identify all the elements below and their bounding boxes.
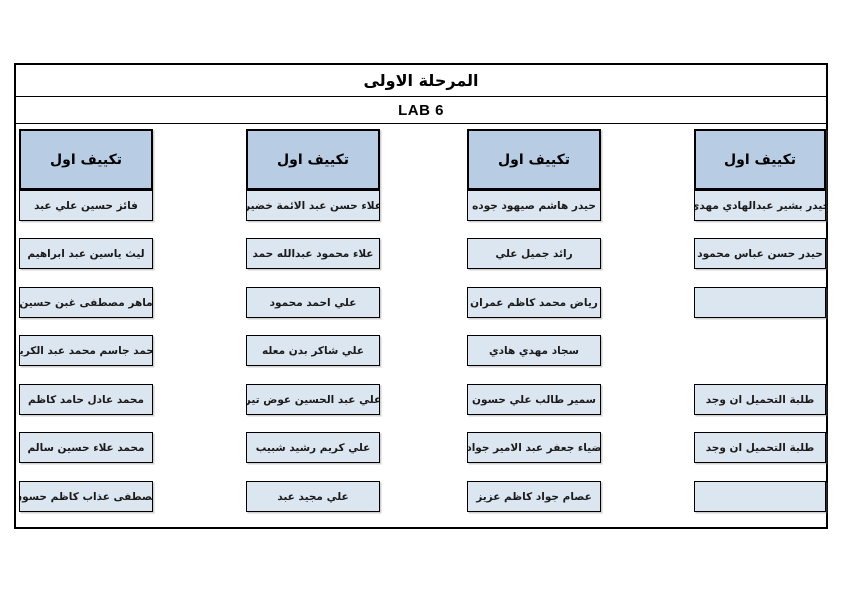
student-name-box: طلبة التحميل ان وجد xyxy=(694,384,826,415)
student-name-box: رائد جميل علي xyxy=(467,238,601,269)
student-name-box: طلبة التحميل ان وجد xyxy=(694,432,826,463)
empty-slot-box xyxy=(694,287,826,318)
student-name-box: ضياء جعفر عبد الامير جواد xyxy=(467,432,601,463)
student-name-box: حيدر هاشم صيهود جوده xyxy=(467,190,601,221)
group-header-rightmost: تكييف اول xyxy=(694,129,826,190)
stage-title: المرحلة الاولى xyxy=(16,65,826,97)
group-header-leftmost: تكييف اول xyxy=(19,129,153,190)
student-name-box: سمير طالب علي حسون xyxy=(467,384,601,415)
student-name-box: علي احمد محمود xyxy=(246,287,380,318)
student-name-box: علي شاكر بدن معله xyxy=(246,335,380,366)
student-name-box: محمد علاء حسين سالم xyxy=(19,432,153,463)
student-name-box: ماهر مصطفى غبن حسين xyxy=(19,287,153,318)
group-header-second: تكييف اول xyxy=(467,129,601,190)
student-name-box: علي مجيد عبد xyxy=(246,481,380,512)
student-name-box: علي عبد الحسين عوض تير xyxy=(246,384,380,415)
empty-slot-box xyxy=(694,481,826,512)
student-name-box: ليث ياسين عبد ابراهيم xyxy=(19,238,153,269)
student-name-box: حيدر حسن عباس محمود xyxy=(694,238,826,269)
student-name-box: علي كريم رشيد شبيب xyxy=(246,432,380,463)
student-name-box: حيدر بشير عبدالهادي مهدي xyxy=(694,190,826,221)
student-name-box: محمد عادل حامد كاظم xyxy=(19,384,153,415)
student-name-box: علاء محمود عبدالله حمد xyxy=(246,238,380,269)
student-name-box: مصطفى عذاب كاظم حسون xyxy=(19,481,153,512)
student-name-box: علاء حسن عبد الائمة خضير xyxy=(246,190,380,221)
group-header-third: تكييف اول xyxy=(246,129,380,190)
student-name-box: سجاد مهدي هادي xyxy=(467,335,601,366)
student-name-box: رياض محمد كاظم عمران xyxy=(467,287,601,318)
student-name-box: عصام جواد كاظم عزيز xyxy=(467,481,601,512)
lab-label: LAB 6 xyxy=(16,97,826,124)
student-name-box: فائز حسين علي عبد xyxy=(19,190,153,221)
